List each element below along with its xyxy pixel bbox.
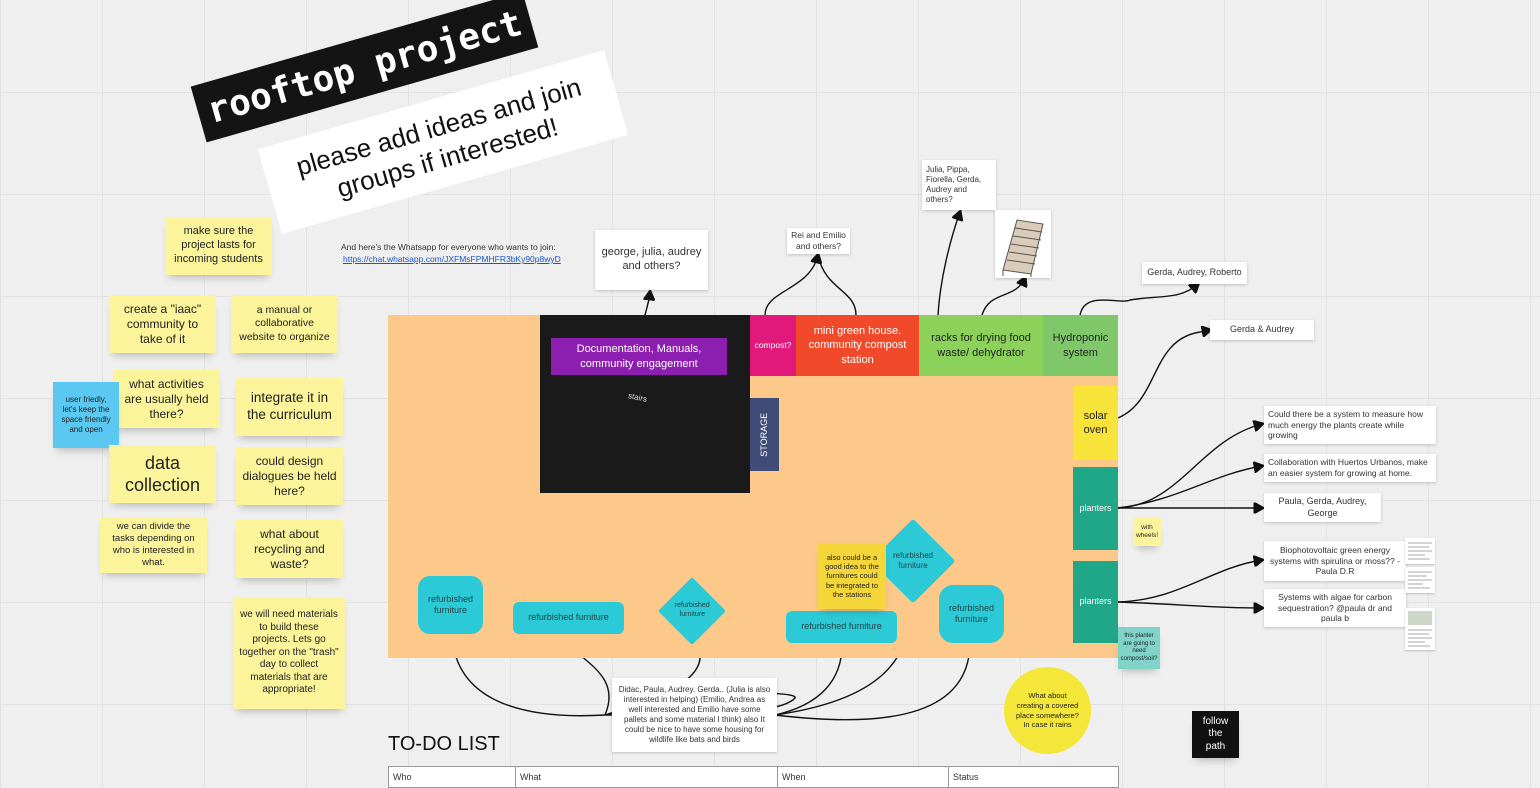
todo-table: Who What When Status <box>388 766 1119 788</box>
note-gerda-roberto[interactable]: Gerda, Audrey, Roberto <box>1142 262 1247 284</box>
furniture-6[interactable]: refurbished furniture <box>939 585 1004 643</box>
todo-header-who: Who <box>388 766 516 788</box>
zone-solar-oven[interactable]: solar oven <box>1073 386 1118 460</box>
zone-planters-2[interactable]: planters <box>1073 561 1118 643</box>
sticky-lasts[interactable]: make sure the project lasts for incoming… <box>165 217 272 275</box>
sticky-compost-planter[interactable]: this planter are going to need compost/s… <box>1118 627 1160 669</box>
document-lines-icon <box>1408 571 1432 589</box>
zone-compost[interactable]: compost? <box>750 315 796 376</box>
todo-header-what: What <box>515 766 778 788</box>
todo-header-status: Status <box>948 766 1119 788</box>
zone-racks[interactable]: racks for drying food waste/ dehydrator <box>919 315 1043 376</box>
sticky-data-collection[interactable]: data collection <box>109 445 216 503</box>
note-huertos[interactable]: Collaboration with Huertos Urbanos, make… <box>1264 454 1436 482</box>
note-biophoto[interactable]: Biophotovoltaic green energy systems wit… <box>1264 541 1406 581</box>
sticky-also-good-idea[interactable]: also could be a good idea to the furnitu… <box>818 543 886 609</box>
sticky-follow-path[interactable]: follow the path <box>1192 711 1239 758</box>
sticky-activities[interactable]: what activities are usually held there? <box>113 370 220 428</box>
zone-hydroponic[interactable]: Hydroponic system <box>1043 315 1118 376</box>
sticky-materials[interactable]: we will need materials to build these pr… <box>233 597 345 709</box>
zone-planters-1[interactable]: planters <box>1073 467 1118 550</box>
document-thumbnail-1[interactable] <box>1405 538 1435 564</box>
document-thumbnail-3[interactable] <box>1405 608 1435 650</box>
sticky-manual[interactable]: a manual or collaborative website to org… <box>231 295 338 353</box>
table-row: Who What When Status <box>388 766 1119 788</box>
note-rei-emilio[interactable]: Rei and Emilio and others? <box>787 228 850 254</box>
zone-documentation[interactable]: Documentation, Manuals, community engage… <box>551 338 727 375</box>
note-energy[interactable]: Could there be a system to measure how m… <box>1264 406 1436 444</box>
note-gerda-audrey[interactable]: Gerda & Audrey <box>1210 320 1314 340</box>
whatsapp-intro: And here's the Whatsapp for everyone who… <box>341 242 556 252</box>
todo-header-when: When <box>777 766 949 788</box>
rack-illustration-icon <box>1002 219 1044 277</box>
todo-title: TO-DO LIST <box>388 733 500 755</box>
covered-place-circle[interactable]: What about creating a covered place some… <box>1004 667 1091 754</box>
zone-storage[interactable]: STORAGE <box>750 398 779 471</box>
sticky-iaac[interactable]: create a "iaac" community to take of it <box>109 295 216 353</box>
rack-image[interactable] <box>995 210 1051 278</box>
sticky-curriculum[interactable]: integrate it in the curriculum <box>236 378 343 436</box>
furniture-4[interactable]: refurbished furniture <box>786 611 897 643</box>
sticky-user-friendly[interactable]: user friedly, let's keep the space frien… <box>53 382 119 448</box>
zone-green-house[interactable]: mini green house. community compost stat… <box>796 315 919 376</box>
whatsapp-link[interactable]: https://chat.whatsapp.com/JXFMsFPMHFR3bK… <box>343 254 561 264</box>
sticky-recycling[interactable]: what about recycling and waste? <box>236 520 343 578</box>
note-algae[interactable]: Systems with algae for carbon sequestrat… <box>1264 589 1406 627</box>
note-didac[interactable]: Didac, Paula, Audrey. Gerda.. (Julia is … <box>612 678 777 752</box>
note-george-group[interactable]: george, julia, audrey and others? <box>595 230 708 290</box>
document-lines-icon <box>1408 542 1432 560</box>
furniture-1[interactable]: refurbished furniture <box>418 576 483 634</box>
sticky-dialogues[interactable]: could design dialogues be held here? <box>236 447 343 505</box>
note-paula-group[interactable]: Paula, Gerda, Audrey, George <box>1264 493 1381 522</box>
furniture-2[interactable]: refurbished furniture <box>513 602 624 634</box>
document-thumbnail-2[interactable] <box>1405 567 1435 593</box>
sticky-divide[interactable]: we can divide the tasks depending on who… <box>100 517 207 573</box>
sticky-wheels[interactable]: with wheels! <box>1133 518 1161 546</box>
document-image-icon <box>1408 611 1432 647</box>
note-julia-group[interactable]: Julia, Pippa, Fiorella, Gerda, Audrey an… <box>922 160 996 210</box>
